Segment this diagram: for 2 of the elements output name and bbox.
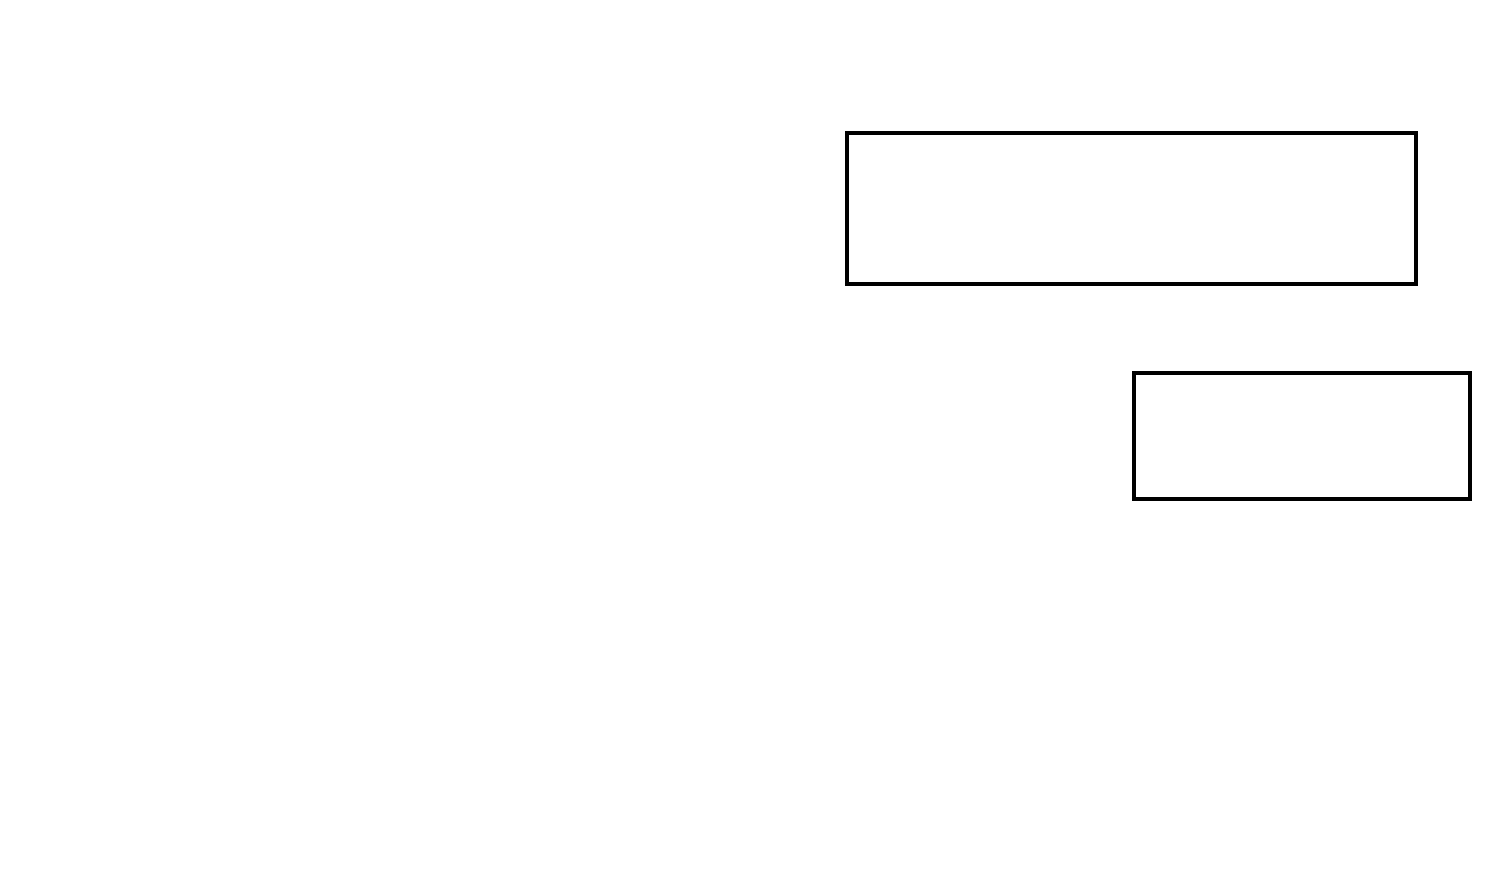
- empty-box: [1132, 371, 1472, 501]
- empty-box: [845, 131, 1418, 286]
